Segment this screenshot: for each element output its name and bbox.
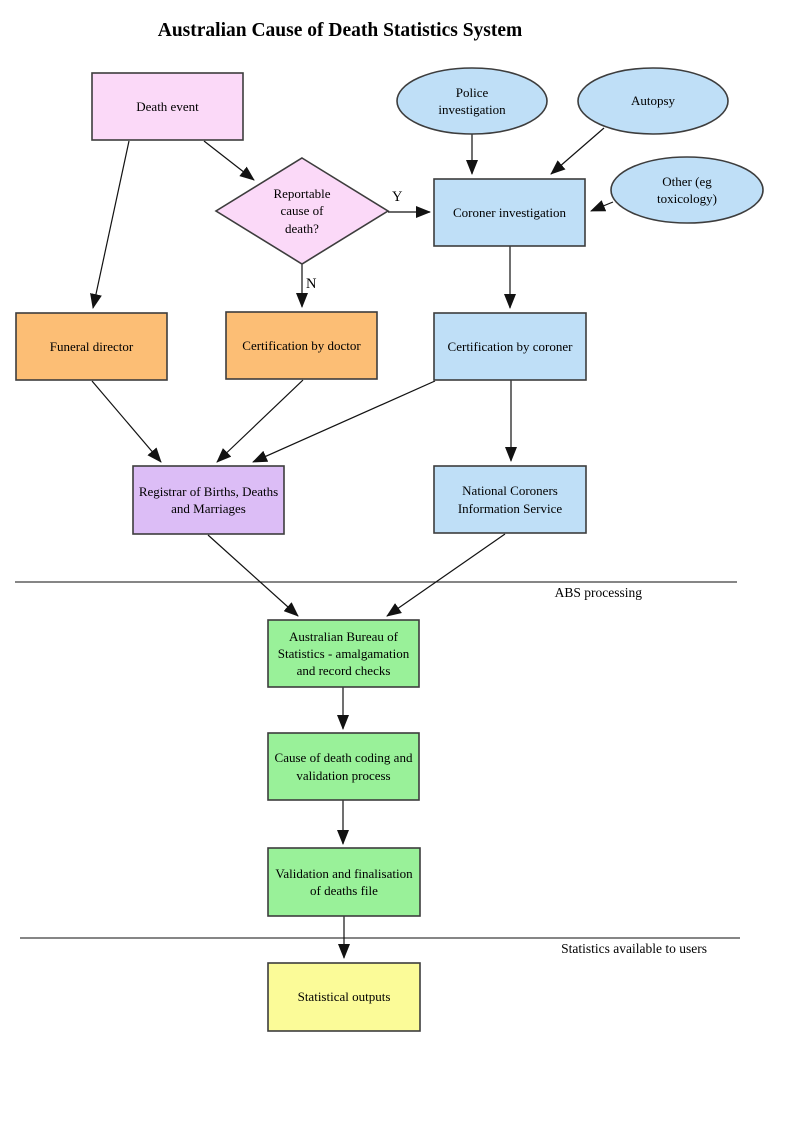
- certification-by-doctor-label: Certification by doctor: [242, 337, 361, 353]
- coroner-investigation-label: Coroner investigation: [452, 204, 566, 220]
- registrar-box: [132, 465, 285, 535]
- abs-processing-caption: ABS processing: [554, 585, 642, 600]
- statistical-outputs-label: Statistical outputs: [297, 989, 391, 1005]
- yes-branch-label: Y: [392, 189, 403, 205]
- certification-by-coroner-label: Certification by coroner: [447, 338, 573, 354]
- ncis-label: National Coroners Information Service: [457, 483, 563, 516]
- funeral-director-label: Funeral director: [49, 338, 134, 354]
- arrow-certification-doctor-to-registrar: [216, 379, 304, 463]
- other-toxicology-ellipse: [610, 156, 764, 224]
- funeral-director-box: [15, 312, 168, 381]
- autopsy-label: Autopsy: [630, 93, 676, 109]
- diagram-title: Australian Cause of Death Statistics Sys…: [157, 20, 523, 41]
- police-investigation-label: Police investigation: [438, 84, 506, 117]
- registrar-label: Registrar of Births, Deaths and Marriage…: [138, 483, 279, 516]
- arrow-registrar-to-abs: [207, 534, 299, 617]
- statistical-outputs-box: [267, 962, 421, 1032]
- arrow-funeral-director-to-registrar: [91, 380, 162, 463]
- autopsy-ellipse: [577, 67, 729, 135]
- coroner-investigation-box: [433, 178, 586, 247]
- arrow-death-event-to-funeral-director: [90, 140, 130, 309]
- validation-finalisation-box: [267, 847, 421, 917]
- reportable-decision-label: Reportable cause of death?: [273, 186, 331, 236]
- arrow-other-to-coroner-investigation: [590, 200, 614, 212]
- other-toxicology-label: Other (eg toxicology): [657, 173, 717, 206]
- police-investigation-ellipse: [396, 67, 548, 135]
- reportable-decision-diamond: [214, 157, 390, 265]
- ncis-box: [433, 465, 587, 534]
- arrow-death-event-to-reportable-decision: [203, 140, 255, 181]
- coding-validation-label: Cause of death coding and validation pro…: [274, 750, 413, 783]
- coding-validation-box: [267, 732, 420, 801]
- no-branch-label: N: [306, 276, 317, 292]
- statistics-available-caption: Statistics available to users: [561, 941, 707, 956]
- arrow-autopsy-to-coroner-investigation: [550, 127, 605, 175]
- certification-by-doctor-box: [225, 311, 378, 380]
- arrow-certification-coroner-to-registrar: [252, 380, 436, 463]
- abs-amalgamation-label: Australian Bureau of Statistics - amalga…: [277, 628, 410, 679]
- certification-by-coroner-box: [433, 312, 587, 381]
- death-event-label: Death event: [136, 98, 199, 114]
- abs-amalgamation-box: [267, 619, 420, 688]
- death-event-box: [91, 72, 244, 141]
- validation-finalisation-label: Validation and finalisation of deaths fi…: [275, 865, 413, 898]
- arrow-ncis-to-abs: [386, 533, 506, 617]
